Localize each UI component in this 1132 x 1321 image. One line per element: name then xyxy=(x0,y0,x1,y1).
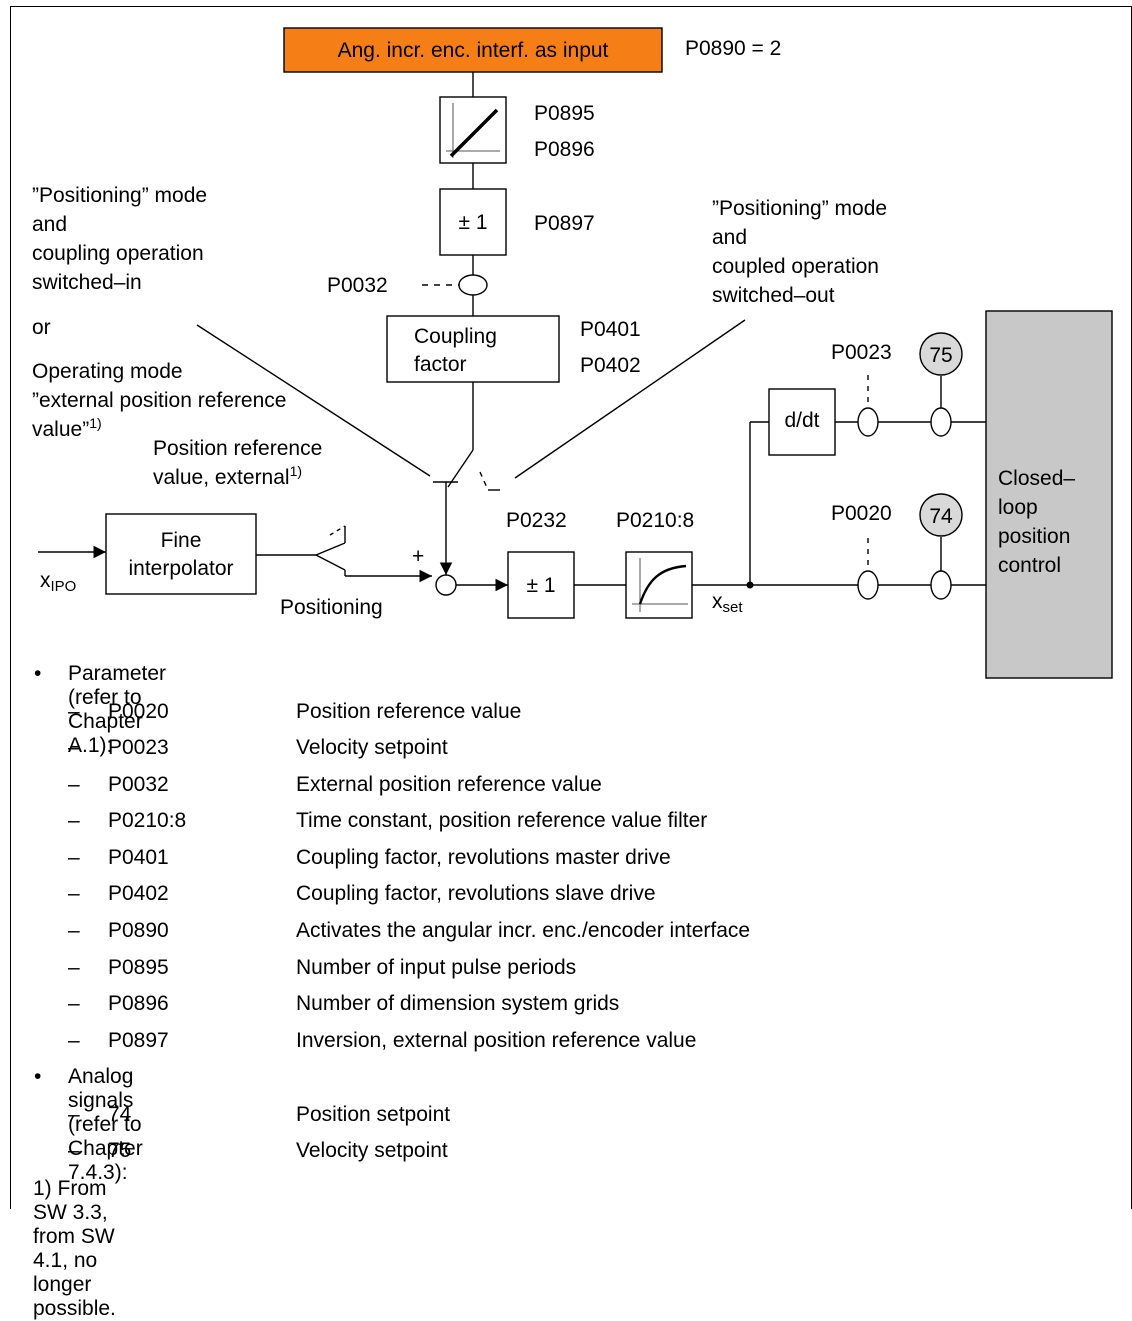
param-p0896: P0896 xyxy=(534,138,595,161)
param-p0895: P0895 xyxy=(534,102,595,125)
positioning-label: Positioning xyxy=(280,596,383,619)
signal-74-label: 74 xyxy=(929,505,953,528)
control-label-2: loop xyxy=(998,496,1038,519)
fine-interpolator-label-2: interpolator xyxy=(128,557,233,580)
ratio-block xyxy=(439,96,507,164)
summation-plus: + xyxy=(412,545,424,568)
right-note-line-2: and xyxy=(712,226,747,249)
left-note-2-line-3: value”1) xyxy=(32,415,102,441)
param-p0401: P0401 xyxy=(580,318,641,341)
left-note-1-line-3: coupling operation xyxy=(32,242,204,265)
coupling-factor-box xyxy=(386,315,560,383)
param-p0232: P0232 xyxy=(506,509,567,532)
left-note-2-line-2: ”external position reference xyxy=(32,389,286,412)
right-note-line-4: switched–out xyxy=(712,284,835,307)
position-control-box xyxy=(985,310,1113,679)
param-p0402: P0402 xyxy=(580,354,641,377)
right-note-pointer xyxy=(514,319,746,479)
signal-75 xyxy=(919,332,963,376)
param-p0210: P0210:8 xyxy=(616,509,694,532)
parameters-heading: Parameter (refer to Chapter A.1): xyxy=(68,662,167,757)
positioning-switch-blade xyxy=(315,542,346,556)
filter-curve xyxy=(638,564,687,605)
coupling-factor-label-2: factor xyxy=(414,353,467,376)
control-label-1: Closed– xyxy=(998,467,1075,490)
switch-p0023 xyxy=(857,407,879,437)
left-note-1-line-4: switched–in xyxy=(32,271,142,294)
inversion-2-label: ± 1 xyxy=(526,574,555,597)
inversion-block xyxy=(439,188,507,256)
param-p0032: P0032 xyxy=(327,274,388,297)
signal-74 xyxy=(919,493,963,537)
switch-75 xyxy=(930,407,952,437)
param-p0897: P0897 xyxy=(534,212,595,235)
param-p0020: P0020 xyxy=(831,502,892,525)
right-note-line-3: coupled operation xyxy=(712,255,879,278)
left-note-1-line-1: ”Positioning” mode xyxy=(32,184,207,207)
control-label-4: control xyxy=(998,554,1061,577)
bullet-parameters: • xyxy=(34,662,42,685)
left-note-or: or xyxy=(32,316,51,339)
footnote: 1) From SW 3.3, from SW 4.1, no longer p… xyxy=(33,1177,116,1320)
fine-interpolator-label-1: Fine xyxy=(161,529,202,552)
switch-74 xyxy=(930,570,952,600)
analog-heading: Analog signals (refer to Chapter 7.4.3): xyxy=(68,1065,143,1184)
pos-ref-ext-line-1: Position reference xyxy=(153,437,322,460)
inversion-block-2 xyxy=(507,551,575,619)
inversion-label: ± 1 xyxy=(458,211,487,234)
left-note-pointer xyxy=(196,324,431,477)
filter-block xyxy=(625,551,693,619)
fine-interpolator-box xyxy=(105,513,257,595)
x-set-label: xset xyxy=(712,590,743,616)
coupling-factor-label-1: Coupling xyxy=(414,325,497,348)
right-note-line-1: ”Positioning” mode xyxy=(712,197,887,220)
left-note-1-line-2: and xyxy=(32,213,67,236)
switch-p0020 xyxy=(857,570,879,600)
pos-ref-ext-line-2: value, external1) xyxy=(153,463,302,489)
ddt-label: d/dt xyxy=(784,409,819,432)
param-p0023: P0023 xyxy=(831,341,892,364)
signal-75-label: 75 xyxy=(929,344,952,367)
encoder-param-label: P0890 = 2 xyxy=(685,37,781,60)
left-note-2-line-1: Operating mode xyxy=(32,360,183,383)
encoder-interface-label: Ang. incr. enc. interf. as input xyxy=(338,39,609,62)
coupling-switch-blade xyxy=(447,449,474,488)
summation-point xyxy=(435,574,457,596)
block-diagram: Ang. incr. enc. interf. as input P0890 =… xyxy=(32,27,1113,679)
ratio-slope xyxy=(449,108,499,158)
x-ipo-label: xIPO xyxy=(40,569,76,595)
switch-p0032 xyxy=(458,274,488,296)
control-label-3: position xyxy=(998,525,1070,548)
bullet-analog: • xyxy=(34,1065,42,1088)
